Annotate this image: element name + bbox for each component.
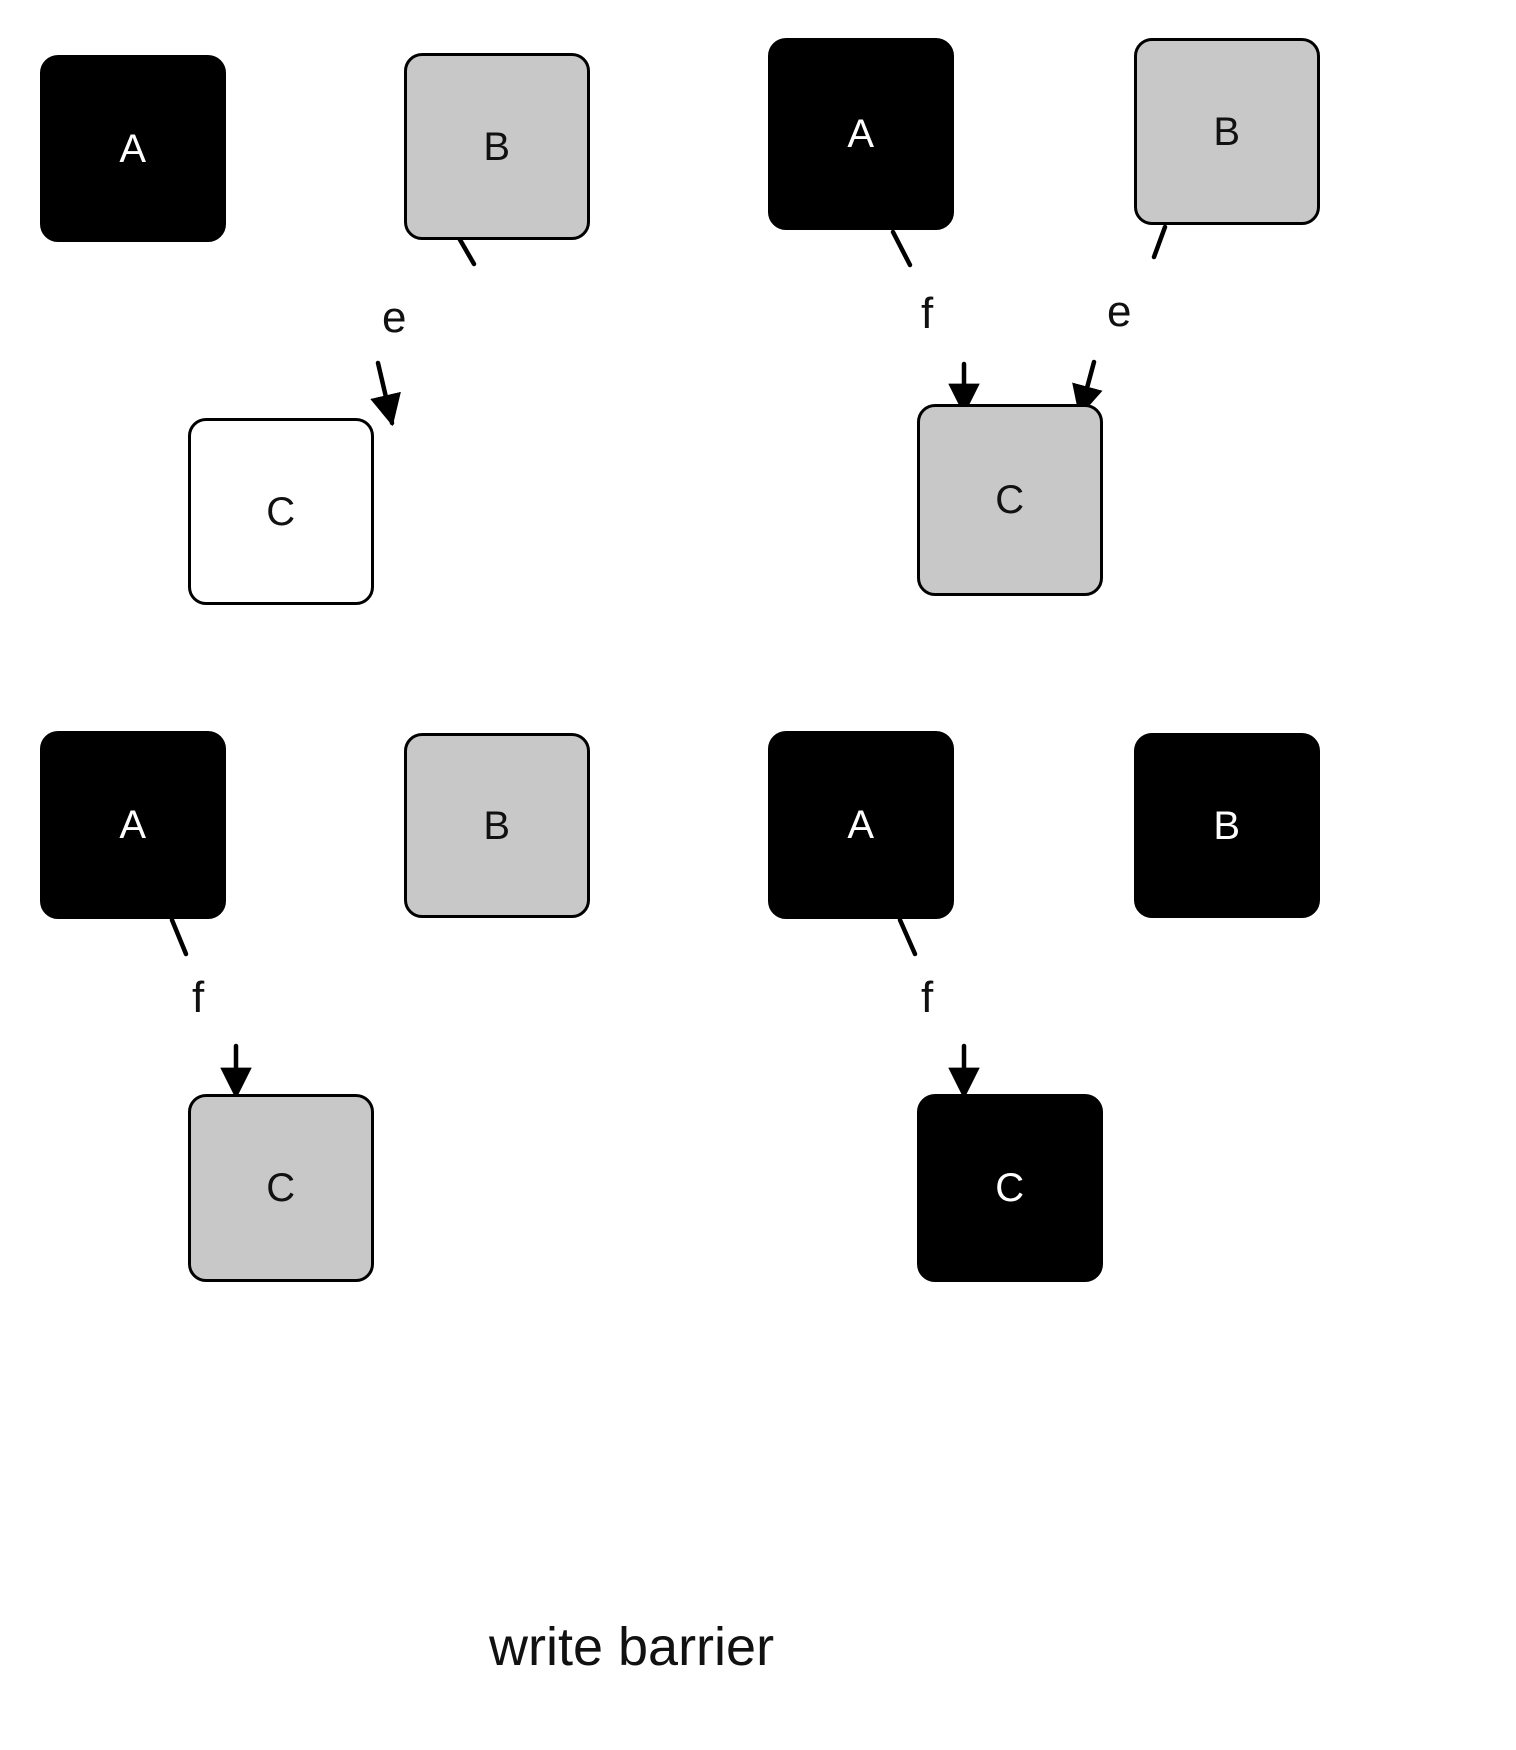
node-tr-b[interactable]: B [1134,38,1320,225]
node-label: C [995,478,1025,522]
diagram-caption: write barrier [489,1617,775,1677]
node-label: A [847,112,875,156]
node-bl-c[interactable]: C [188,1094,374,1282]
edge-label-tl-e: e [382,293,407,342]
node-label: B [483,124,511,169]
node-br-b[interactable]: B [1134,733,1320,918]
node-label: A [119,803,147,847]
node-label: B [1213,803,1241,848]
node-bl-b[interactable]: B [404,733,590,918]
node-label: C [266,489,296,534]
edge-label-bl-f: f [192,973,205,1022]
node-tr-a[interactable]: A [768,38,954,230]
node-tl-a[interactable]: A [40,55,226,242]
node-tr-c[interactable]: C [917,404,1103,596]
edge-label-tr-e: e [1107,287,1132,336]
node-bl-a[interactable]: A [40,731,226,919]
node-label: A [847,803,875,847]
node-label: B [1213,109,1241,154]
node-label: A [119,126,147,171]
node-tl-c[interactable]: C [188,418,374,605]
node-label: B [483,803,511,848]
node-tl-b[interactable]: B [404,53,590,240]
node-br-a[interactable]: A [768,731,954,919]
node-br-c[interactable]: C [917,1094,1103,1282]
edge-label-tr-f: f [921,289,934,338]
node-label: C [995,1166,1025,1210]
node-label: C [266,1166,296,1210]
edge-label-br-f: f [921,973,934,1022]
